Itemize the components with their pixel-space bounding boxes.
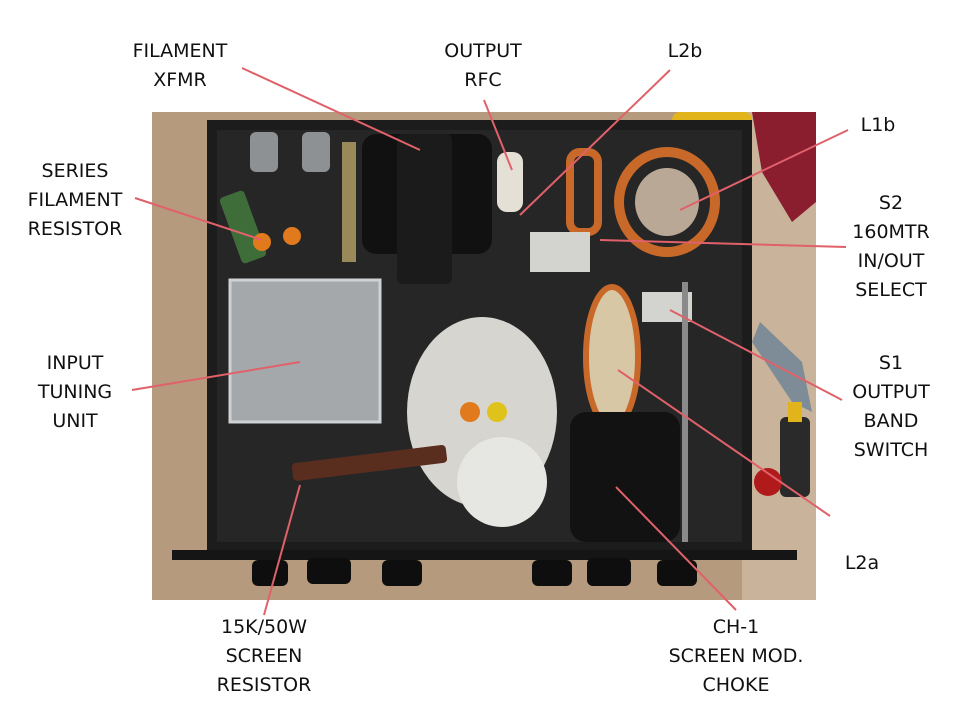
capacitor bbox=[487, 402, 507, 422]
output-rfc bbox=[497, 152, 523, 212]
tube-socket bbox=[457, 437, 547, 527]
screwdriver-band bbox=[788, 402, 802, 422]
label-l1b: L1b bbox=[860, 114, 896, 136]
capacitor bbox=[460, 402, 480, 422]
screen-choke bbox=[570, 412, 680, 542]
coil-l2a bbox=[583, 284, 641, 430]
label-series-filament-resistor: SERIES FILAMENT RESISTOR bbox=[27, 160, 123, 240]
label-s1-output-band-switch: S1 OUTPUT BAND SWITCH bbox=[852, 352, 930, 461]
screen-resistor bbox=[291, 445, 448, 481]
input-tuning-box bbox=[230, 280, 380, 422]
red-tool bbox=[754, 468, 782, 496]
label-input-tuning-unit: INPUT TUNING UNIT bbox=[37, 352, 113, 432]
label-s2-160mtr: S2 160MTR IN/OUT SELECT bbox=[852, 192, 930, 301]
input-tuning-box-edge bbox=[228, 278, 382, 424]
label-l2b: L2b bbox=[667, 40, 703, 62]
label-filament-xfmr: FILAMENT XFMR bbox=[132, 40, 228, 91]
capacitor bbox=[253, 233, 271, 251]
label-output-rfc: OUTPUT RFC bbox=[444, 40, 522, 91]
screwdriver-handle bbox=[780, 417, 810, 497]
transformer-core bbox=[397, 134, 452, 284]
front-panel bbox=[172, 550, 797, 560]
label-l2a: L2a bbox=[844, 552, 880, 574]
amplifier-chassis-photo bbox=[152, 112, 816, 600]
switch-shaft bbox=[682, 282, 688, 542]
capacitor bbox=[283, 227, 301, 245]
label-screen-resistor: 15K/50W SCREEN RESISTOR bbox=[216, 616, 312, 696]
label-ch1-screen-mod-choke: CH-1 SCREEN MOD. CHOKE bbox=[668, 616, 804, 696]
switch-s2 bbox=[530, 232, 590, 272]
coil-l1b-form bbox=[635, 168, 699, 236]
